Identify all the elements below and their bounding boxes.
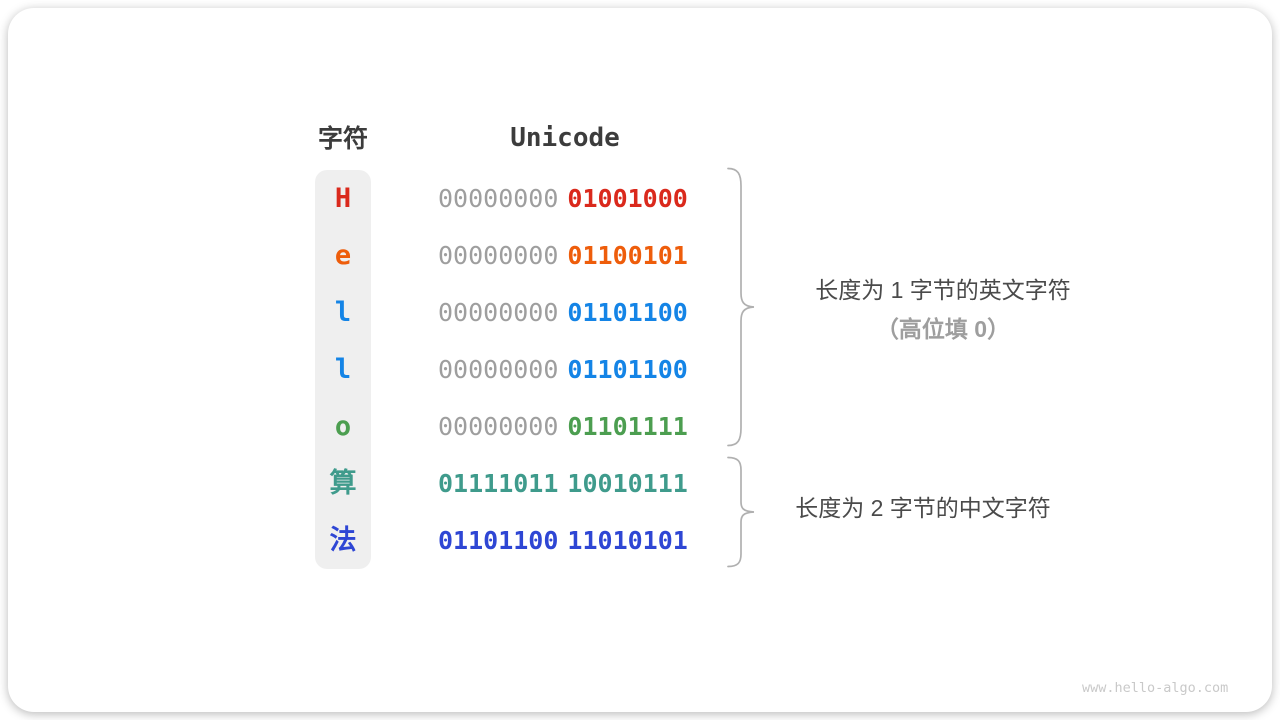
annotation-line: 长度为 1 字节的英文字符 — [815, 277, 1071, 303]
binary-byte-high: 00000000 — [438, 184, 559, 213]
character-cell: l — [334, 297, 352, 328]
table-row: 法 01101100 11010101 — [8, 512, 1280, 569]
binary-byte-low: 01101111 — [567, 412, 688, 441]
annotation-line-high-bits: （高位填 0） — [875, 316, 1011, 342]
character-cell: 算 — [329, 468, 357, 499]
annotation-chinese-chars: 长度为 2 字节的中文字符 — [773, 489, 1073, 528]
binary-byte-low: 10010111 — [567, 469, 688, 498]
binary-byte-high: 01101100 — [438, 526, 559, 555]
annotation-line: 长度为 2 字节的中文字符 — [795, 495, 1051, 521]
binary-byte-high: 00000000 — [438, 412, 559, 441]
character-cell: e — [334, 240, 352, 271]
table-row: l 00000000 01101100 — [8, 284, 1280, 341]
character-column-background — [315, 170, 371, 569]
binary-byte-high: 01111011 — [438, 469, 559, 498]
watermark-url: www.hello-algo.com — [1082, 680, 1229, 696]
table-row: e 00000000 01100101 — [8, 227, 1280, 284]
binary-byte-high: 00000000 — [438, 298, 559, 327]
character-cell: 法 — [329, 525, 357, 556]
binary-byte-low: 11010101 — [567, 526, 688, 555]
binary-byte-low: 01001000 — [567, 184, 688, 213]
figure-canvas: 字符 Unicode H 00000000 01001000 e 00000000… — [8, 8, 1272, 712]
unicode-binary-cell: 00000000 01001000 — [438, 170, 688, 227]
column-header-character: 字符 — [317, 125, 368, 153]
unicode-binary-cell: 00000000 01101100 — [438, 284, 688, 341]
character-cell: H — [334, 183, 352, 214]
unicode-binary-cell: 01111011 10010111 — [438, 455, 688, 512]
binary-byte-low: 01100101 — [567, 241, 688, 270]
binary-byte-low: 01101100 — [567, 298, 688, 327]
binary-byte-low: 01101100 — [567, 355, 688, 384]
binary-byte-high: 00000000 — [438, 355, 559, 384]
brace-group-chinese — [724, 456, 758, 568]
character-cell: l — [334, 354, 352, 385]
binary-byte-high: 00000000 — [438, 241, 559, 270]
brace-group-english — [724, 167, 758, 447]
annotation-english-chars: 长度为 1 字节的英文字符 （高位填 0） — [773, 271, 1113, 349]
table-row: l 00000000 01101100 — [8, 341, 1280, 398]
table-row: H 00000000 01001000 — [8, 170, 1280, 227]
unicode-binary-cell: 00000000 01101100 — [438, 341, 688, 398]
unicode-binary-cell: 00000000 01101111 — [438, 398, 688, 455]
table-row: 算 01111011 10010111 — [8, 455, 1280, 512]
column-header-unicode: Unicode — [510, 123, 620, 153]
character-cell: o — [334, 411, 352, 442]
unicode-binary-cell: 00000000 01100101 — [438, 227, 688, 284]
unicode-binary-cell: 01101100 11010101 — [438, 512, 688, 569]
table-row: o 00000000 01101111 — [8, 398, 1280, 455]
